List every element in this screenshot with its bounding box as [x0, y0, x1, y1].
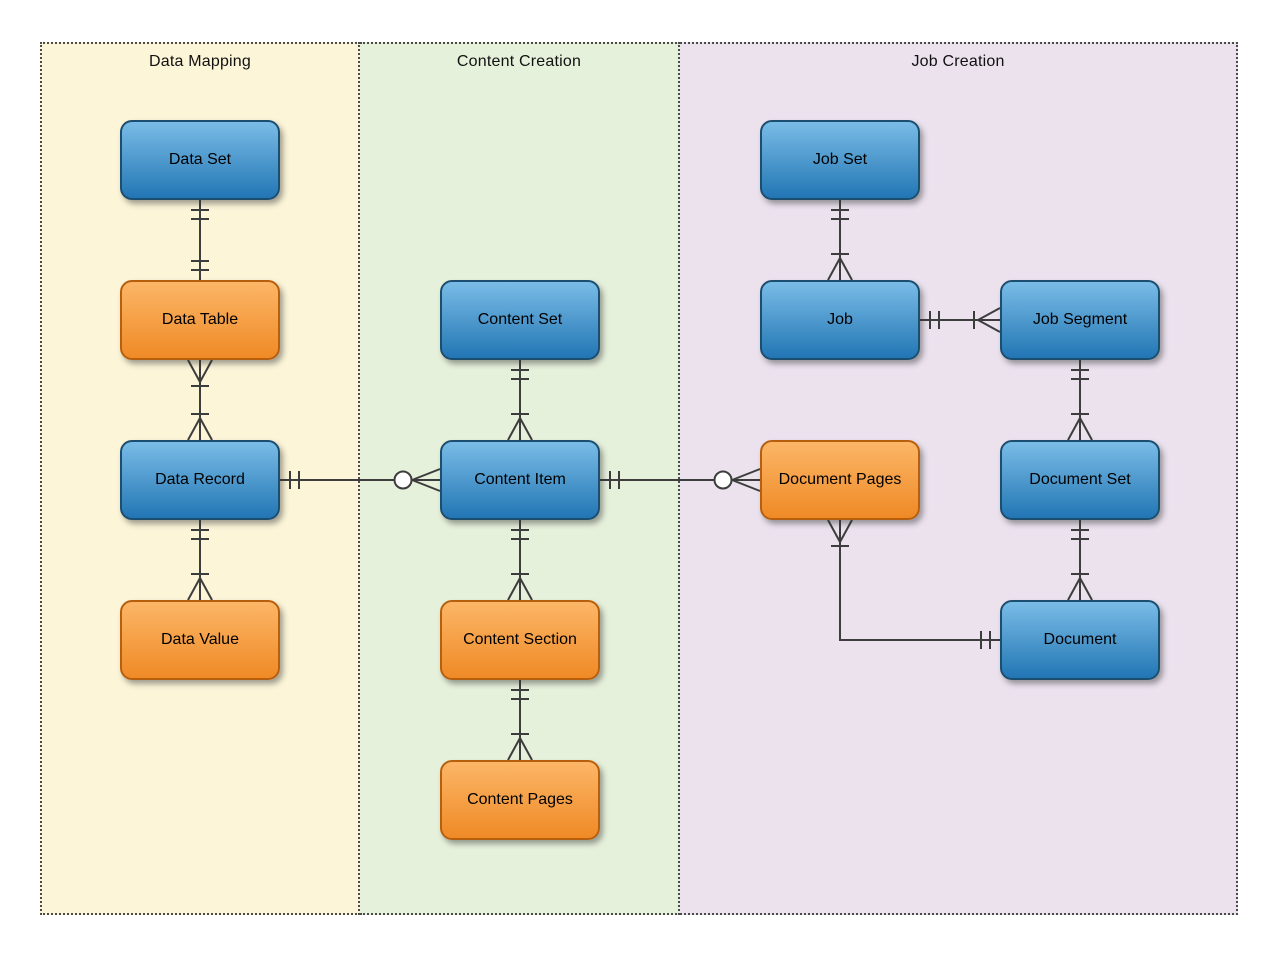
entity-data-value[interactable]: Data Value	[120, 600, 280, 680]
entity-label-document-pages: Document Pages	[778, 471, 902, 488]
entity-job-segment[interactable]: Job Segment	[1000, 280, 1160, 360]
lane-title-data-mapping: Data Mapping	[148, 53, 252, 70]
entity-content-pages[interactable]: Content Pages	[440, 760, 600, 840]
entity-label-document: Document	[1043, 631, 1117, 648]
lane-title-content-creation: Content Creation	[456, 53, 582, 70]
entity-label-document-set: Document Set	[1029, 471, 1131, 488]
entity-document[interactable]: Document	[1000, 600, 1160, 680]
entity-data-record[interactable]: Data Record	[120, 440, 280, 520]
entity-content-set[interactable]: Content Set	[440, 280, 600, 360]
entity-label-data-value: Data Value	[161, 631, 239, 648]
entity-document-set[interactable]: Document Set	[1000, 440, 1160, 520]
entity-document-pages[interactable]: Document Pages	[760, 440, 920, 520]
entity-label-job: Job	[827, 311, 853, 328]
entity-label-content-section: Content Section	[463, 631, 577, 648]
lane-title-job-creation: Job Creation	[911, 53, 1005, 70]
entity-data-table[interactable]: Data Table	[120, 280, 280, 360]
entity-label-data-set: Data Set	[168, 151, 232, 168]
entity-data-set[interactable]: Data Set	[120, 120, 280, 200]
entity-label-job-segment: Job Segment	[1032, 311, 1128, 328]
entity-label-data-table: Data Table	[161, 311, 239, 328]
entity-label-job-set: Job Set	[812, 151, 868, 168]
entity-content-section[interactable]: Content Section	[440, 600, 600, 680]
entity-label-content-pages: Content Pages	[467, 791, 573, 808]
entity-content-item[interactable]: Content Item	[440, 440, 600, 520]
entity-job[interactable]: Job	[760, 280, 920, 360]
entity-label-content-item: Content Item	[474, 471, 566, 488]
entity-job-set[interactable]: Job Set	[760, 120, 920, 200]
entity-label-data-record: Data Record	[155, 471, 245, 488]
entity-label-content-set: Content Set	[477, 311, 563, 328]
